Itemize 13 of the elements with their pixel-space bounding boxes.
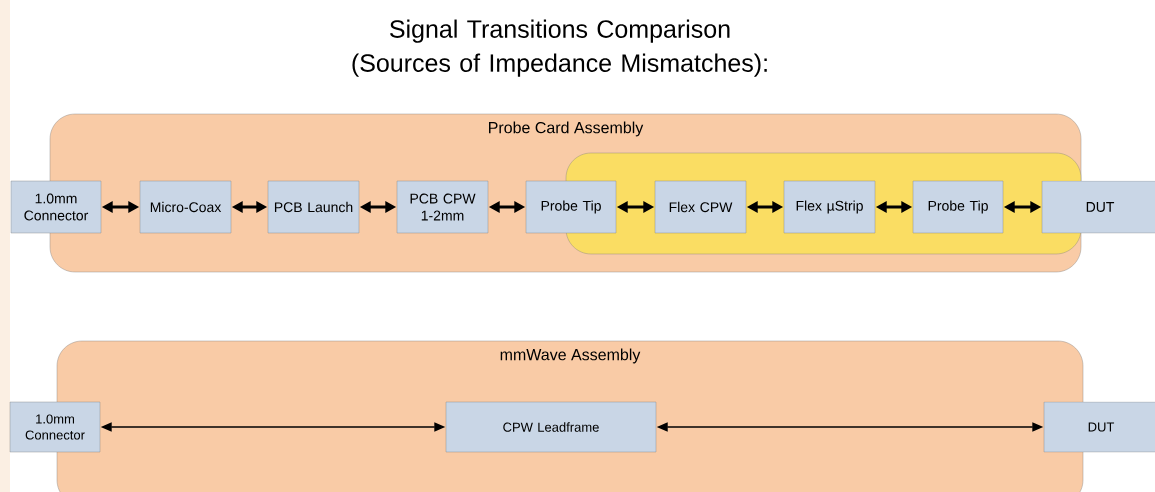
component-box: PCB Launch: [267, 180, 360, 234]
component-box: PCB CPW 1-2mm: [396, 180, 489, 234]
component-box: Flex CPW: [654, 180, 747, 234]
component-box: Micro-Coax: [139, 180, 232, 234]
component-box: Probe Tip: [912, 180, 1004, 234]
component-box: Probe Tip: [525, 180, 617, 234]
component-box: Flex µStrip: [783, 180, 876, 234]
component-box: CPW Leadframe: [445, 401, 657, 453]
title: Signal Transitions Comparison (Sources of Impedance Mismatches):: [352, 19, 767, 77]
component-box: 1.0mm Connector: [9, 401, 101, 453]
component-box: DUT: [1043, 401, 1155, 453]
component-box: 1.0mm Connector: [10, 180, 102, 234]
component-box: DUT: [1041, 180, 1155, 234]
